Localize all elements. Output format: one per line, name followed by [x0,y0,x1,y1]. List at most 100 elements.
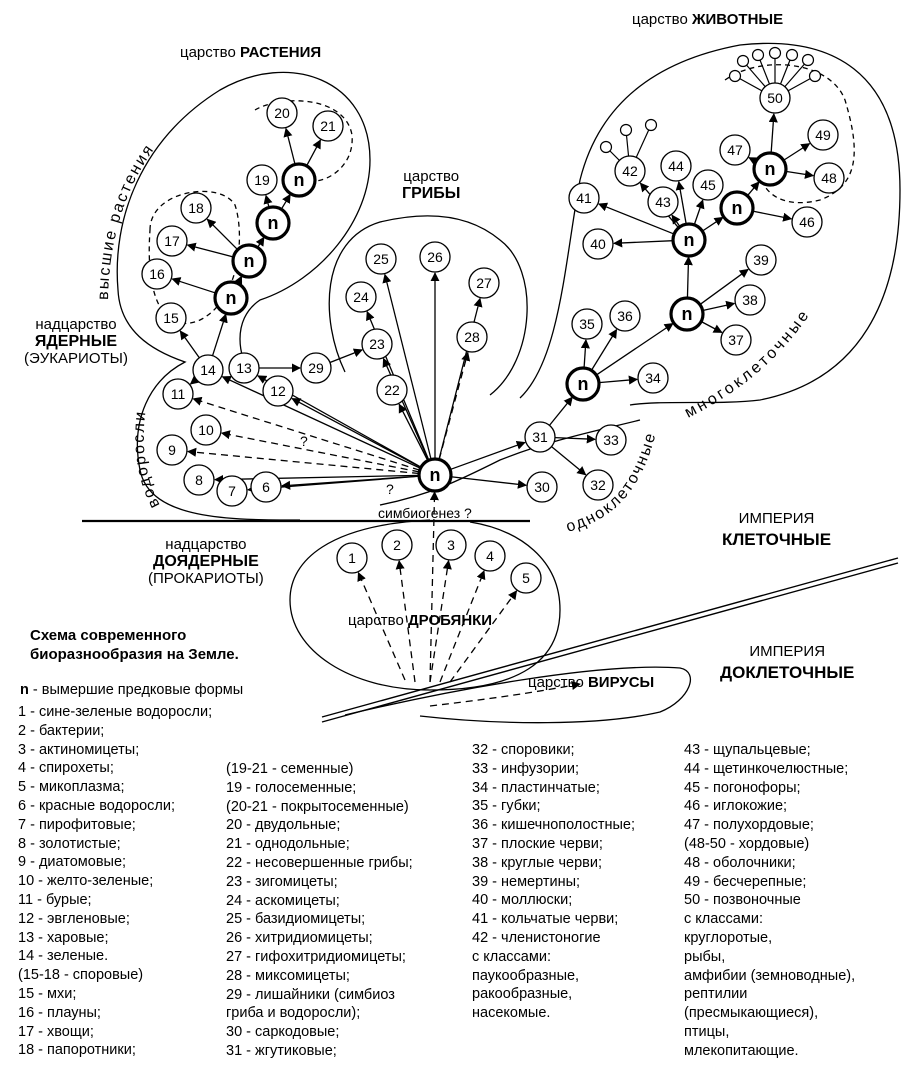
group-node-label: 44 [668,158,684,174]
legend-column-1: 1 - сине-зеленые водоросли;2 - бактерии;… [18,703,212,1060]
group-node-label: 14 [200,362,216,378]
legend-entry: 14 - зеленые. [18,948,109,965]
edge-arrow [438,351,471,460]
class-circle [768,46,782,60]
edge-arrow [211,313,228,356]
edge-arrow [700,320,723,334]
fungi-outline [328,215,528,396]
edge-arrow [179,330,200,359]
group-node-41: 41 [568,182,600,214]
edge-arrow [699,268,749,306]
legend-entry: 4 - спирохеты; [18,760,114,777]
group-node-label: 46 [799,214,815,230]
group-node-label: 26 [427,249,443,265]
legend-entry: 19 - голосеменные; [226,779,357,796]
group-node-circle [192,354,224,386]
group-node-11: 11 [162,378,194,410]
legend-entry: 18 - папоротники; [18,1042,136,1059]
group-node-label: 2 [393,537,401,553]
plants-outline [116,71,371,521]
legend-entry: 33 - инфузории; [472,760,579,777]
group-node-circle [435,529,467,561]
class-circle [751,48,765,62]
group-node-circle [582,228,614,260]
edge-arrow [595,322,674,376]
ancestor-node-circle [671,222,707,258]
ancestor-node: n [231,243,267,279]
group-node-circle [156,434,188,466]
edge-arrow [675,180,687,225]
group-node-circle [745,244,777,276]
ancestor-node-label: n [765,159,776,179]
group-node-19: 19 [246,164,278,196]
legend-entry: 41 - кольчатые черви; [472,911,619,928]
legend-entry: 6 - красные водоросли; [18,797,175,814]
group-node-circle [791,206,823,238]
vertebrate-class-circles [599,46,822,172]
group-node-circle [720,324,752,356]
group-node-circle [312,110,344,142]
legend-entry: (пресмыкающиеся), [684,1005,819,1022]
group-node-circle [692,169,724,201]
class-circle [808,69,822,83]
prokaryote-arrow [429,491,439,683]
group-node-label: 11 [171,386,186,402]
legend-entry: 24 - аскомицеты; [226,892,340,909]
legend-entry: 44 - щетинкочелюстные; [684,760,849,777]
legend-entry: 23 - зигомицеты; [226,873,338,890]
plants-kingdom-label: царство РАСТЕНИЯ [180,44,322,61]
group-node-label: 31 [532,429,548,445]
group-node-circle [376,374,408,406]
edge-arrow [701,216,724,232]
edge-arrow [382,273,432,460]
group-node-label: 40 [590,236,606,252]
legend-entry: 49 - бесчерепные; [684,873,807,890]
legend-entry: ракообразные, [472,986,573,1003]
legend-entry: паукообразные, [472,967,580,984]
group-node-circle [180,192,212,224]
class-circle [736,54,750,68]
prokaryote-arrow [439,570,486,683]
edge-arrow [598,375,638,385]
group-node-10: 10 [190,414,222,446]
ancestor-node: n [752,151,788,187]
group-node-21: 21 [312,110,344,142]
group-node-label: 24 [353,289,369,305]
legend-entry: рептилии [684,986,748,1003]
legend-entry: 16 - плауны; [18,1004,101,1021]
legend-entry: 11 - бурые; [18,891,92,908]
legend-entry: 25 - базидиомицеты; [226,911,366,928]
class-circle [801,53,815,67]
legend-entry: 26 - хитридиомицеты; [226,930,373,947]
group-node-label: 37 [728,332,744,348]
edge-arrow [683,256,693,299]
group-node-27: 27 [468,267,500,299]
group-node-label: 41 [576,190,592,206]
group-node-39: 39 [745,244,777,276]
drobyanki-kingdom-label: царство ДРОБЯНКИ [348,612,493,629]
group-node-label: 5 [522,570,530,586]
edge-arrow [449,440,526,471]
ancestor-node-circle [669,296,705,332]
ancestor-node-circle [231,243,267,279]
group-node-circle [345,281,377,313]
legend-entry: 21 - однодольные; [226,836,350,853]
prokaryote-outline [289,519,561,691]
edge-arrow [291,397,422,469]
group-node-46: 46 [791,206,823,238]
group-node-circle [609,300,641,332]
group-node-circle [419,241,451,273]
group-node-circle [568,182,600,214]
group-node-label: 13 [236,360,252,376]
edge-arrow [214,474,420,485]
animals-kingdom-label: царство ЖИВОТНЫЕ [632,11,784,28]
legend-entry: птицы, [684,1023,730,1040]
legend-entry: (15-18 - споровые) [18,967,144,984]
group-node-label: 29 [308,360,324,376]
legend-entry: 47 - полухордовые; [684,817,814,834]
legend-entry: 48 - оболочники; [684,854,796,871]
class-circle [785,48,799,62]
edge-arrow [693,199,705,226]
ancestor-node: n [719,190,755,226]
